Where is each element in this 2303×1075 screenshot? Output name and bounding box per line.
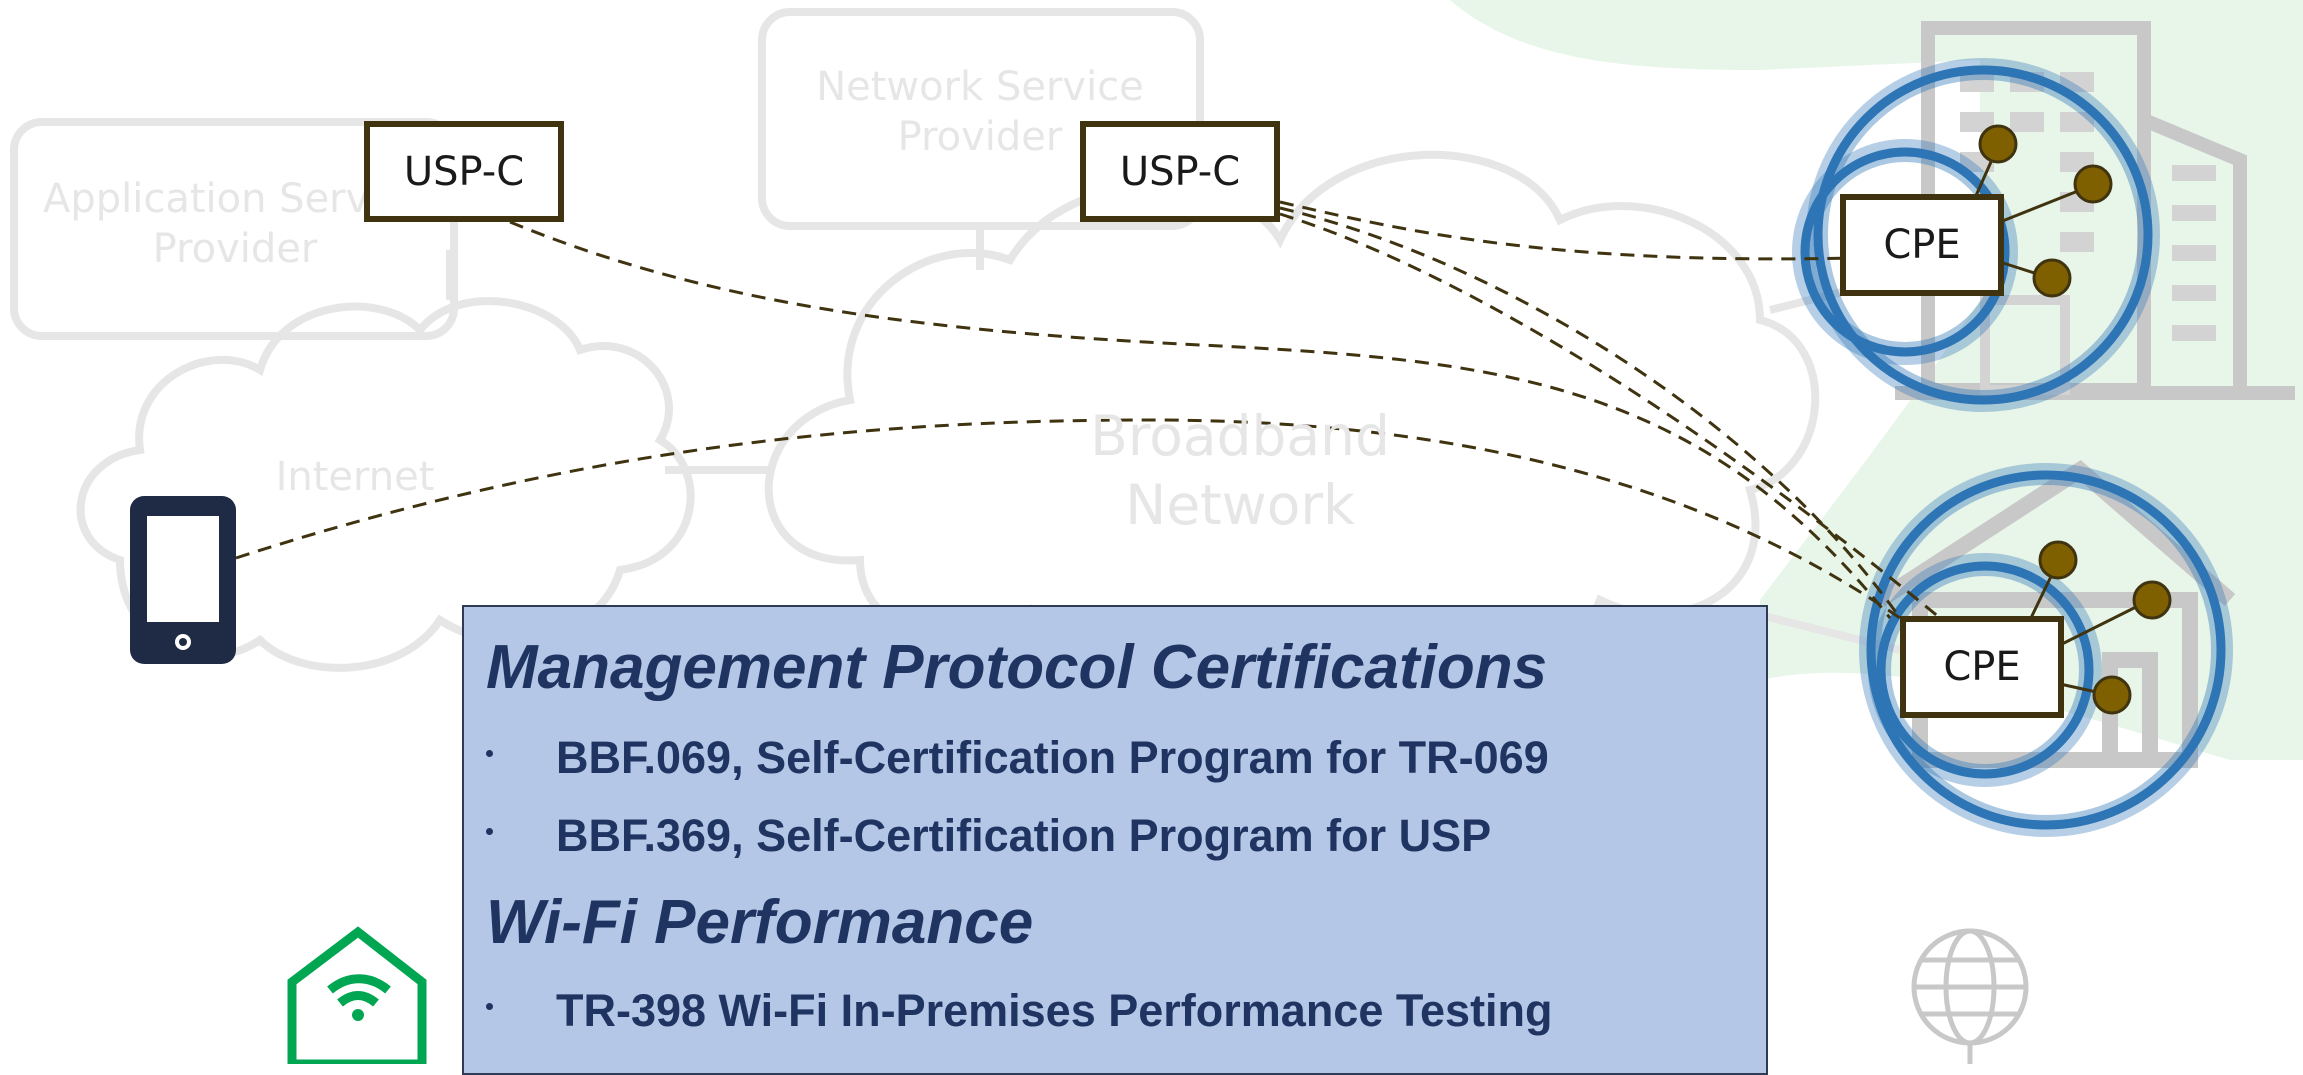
broadband-cpe-link-top bbox=[1769, 286, 1851, 314]
management-links bbox=[235, 200, 1941, 620]
link-uspc-left-to-home-cpe bbox=[509, 220, 1892, 619]
home-devices bbox=[2038, 540, 2172, 715]
bullet-dot bbox=[486, 1003, 493, 1010]
application-service-provider-box bbox=[10, 118, 458, 340]
wifi-coverage-building bbox=[1792, 58, 2160, 412]
device-dot bbox=[2038, 540, 2078, 580]
certifications-panel: Management Protocol Certifications BBF.0… bbox=[462, 605, 1768, 1075]
application-service-provider-label: Application Service Provider bbox=[42, 176, 428, 272]
management-protocol-heading: Management Protocol Certifications bbox=[486, 633, 1548, 702]
bullet-text: TR-398 Wi-Fi In-Premises Performance Tes… bbox=[556, 985, 1553, 1036]
wifi-home-dot bbox=[352, 1009, 364, 1021]
internet-label: Internet bbox=[275, 454, 435, 500]
broadband-network-label: Broadband Network bbox=[1090, 404, 1390, 537]
device-dot bbox=[2092, 675, 2132, 715]
link-uspc-right-to-home-cpe-b bbox=[1279, 212, 1941, 620]
wifi-coverage-home bbox=[1859, 463, 2233, 837]
device-dot bbox=[2073, 164, 2113, 204]
cpe-home: CPE bbox=[1900, 616, 2064, 718]
building-devices bbox=[1978, 124, 2113, 298]
wifi-performance-heading: Wi-Fi Performance bbox=[486, 888, 1034, 957]
smartphone-icon bbox=[130, 496, 236, 664]
network-service-provider-label: Network Service Provider bbox=[816, 64, 1144, 160]
device-dot bbox=[1978, 124, 2018, 164]
bullet-text: BBF.069, Self-Certification Program for … bbox=[556, 732, 1549, 783]
usp-controller-right: USP-C bbox=[1080, 121, 1280, 222]
bullet-text: BBF.369, Self-Certification Program for … bbox=[556, 810, 1492, 861]
cpe-building: CPE bbox=[1840, 194, 2004, 296]
usp-controller-left: USP-C bbox=[364, 121, 564, 222]
globe-icon bbox=[1911, 928, 2029, 1064]
broadband-cpe-link-bottom bbox=[1759, 611, 1901, 654]
internet-cloud bbox=[76, 297, 695, 672]
link-uspc-right-to-home-cpe-a bbox=[1279, 206, 1902, 619]
device-dot bbox=[2032, 258, 2072, 298]
bullet-dot bbox=[486, 750, 493, 757]
device-dot bbox=[2132, 580, 2172, 620]
wifi-home-icon bbox=[287, 926, 427, 1064]
link-phone-to-home-cpe bbox=[235, 418, 1901, 620]
bullet-dot bbox=[486, 828, 493, 835]
link-uspc-right-to-building-cpe bbox=[1279, 200, 1851, 261]
